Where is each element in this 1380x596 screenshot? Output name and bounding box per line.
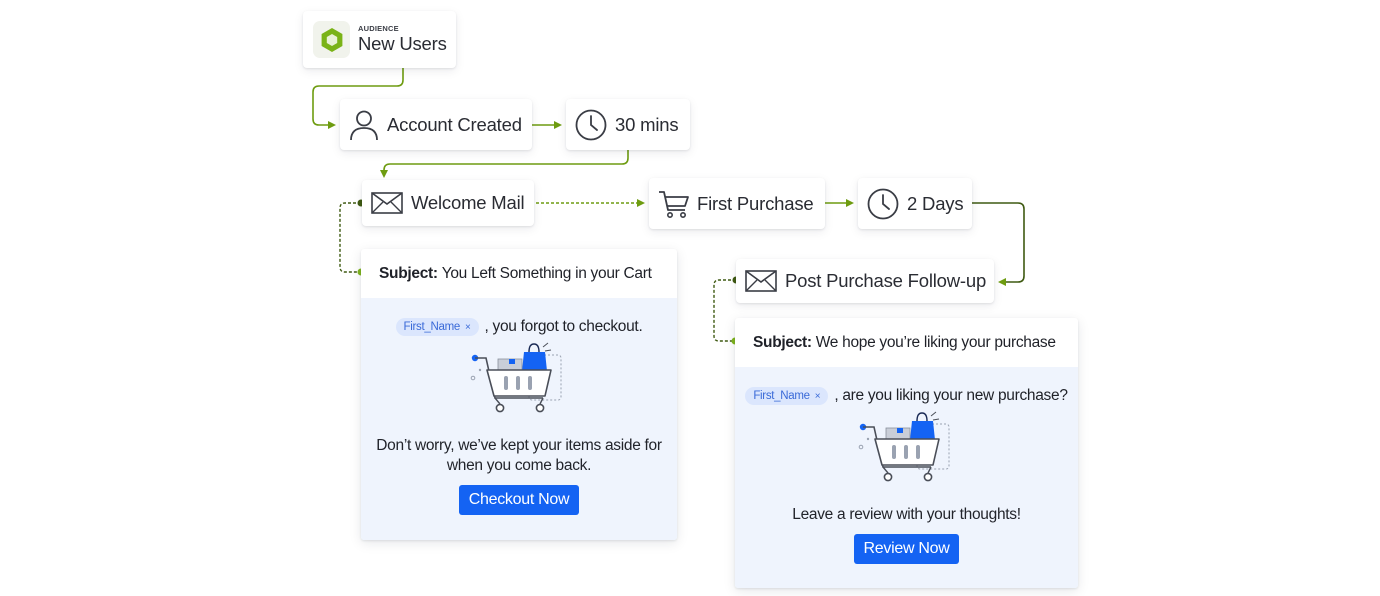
hexagon-logo-icon [313,21,350,58]
welcome-mail-node[interactable]: Welcome Mail [362,180,534,226]
welcome-email-card[interactable]: Subject: You Left Something in your Cart… [361,249,677,540]
chip-label: First_Name [753,390,810,402]
checkout-now-button[interactable]: Checkout Now [458,485,580,515]
subject-label: Subject: [379,264,438,282]
audience-title: New Users [358,33,447,54]
first-name-chip[interactable]: First_Name × [395,318,479,336]
first-purchase-node[interactable]: First Purchase [649,178,825,229]
clock-icon [867,188,899,220]
review-now-button[interactable]: Review Now [853,534,960,564]
email-greeting: , you forgot to checkout. [484,318,643,335]
email-message: Leave a review with your thoughts! [792,506,1021,523]
email-message: Don’t worry, we’ve kept your items aside… [361,436,677,476]
subject-label: Subject: [753,333,812,351]
cart-with-bag-icon [361,342,677,427]
followup-email-card[interactable]: Subject: We hope you’re liking your purc… [735,318,1078,588]
node-label: 30 mins [615,113,679,135]
subject-text: You Left Something in your Cart [441,264,652,282]
email-subject: Subject: We hope you’re liking your purc… [735,318,1078,367]
connector-welcome-to-card [339,202,361,273]
user-icon [349,109,379,141]
clock-icon [575,109,607,141]
message-line-1: Don’t worry, we’ve kept your items aside… [376,437,662,454]
audience-caption: AUDIENCE [358,24,399,33]
wait-2-days-node[interactable]: 2 Days [858,178,972,229]
node-label: 2 Days [907,192,964,214]
post-purchase-node[interactable]: Post Purchase Follow-up [736,259,994,303]
node-label: Welcome Mail [411,192,525,213]
subject-text: We hope you’re liking your purchase [815,333,1056,351]
envelope-icon [745,270,777,292]
wait-30-mins-node[interactable]: 30 mins [566,99,690,150]
cart-with-bag-icon [735,411,1078,496]
close-icon[interactable]: × [814,390,821,402]
shopping-cart-icon [658,188,690,220]
message-line-2: when you come back. [446,457,592,474]
connector-wait-to-welcome [380,150,629,178]
first-name-chip[interactable]: First_Name × [745,387,829,405]
connector-followup-to-card [713,279,736,342]
connector-wait-to-followup [972,202,1025,286]
envelope-icon [371,192,403,214]
email-subject: Subject: You Left Something in your Cart [361,249,677,298]
email-body: First_Name × , are you liking your new p… [735,367,1078,588]
audience-node[interactable]: AUDIENCE New Users [303,11,456,68]
email-greeting: , are you liking your new purchase? [834,387,1068,404]
node-label: First Purchase [697,192,814,214]
node-label: Post Purchase Follow-up [785,270,987,291]
node-label: Account Created [387,113,522,135]
account-created-node[interactable]: Account Created [340,99,532,150]
connector-audience-to-account [312,68,404,129]
email-body: First_Name × , you forgot to checkout. [361,298,677,540]
chip-label: First_Name [403,321,461,333]
close-icon[interactable]: × [464,321,471,333]
